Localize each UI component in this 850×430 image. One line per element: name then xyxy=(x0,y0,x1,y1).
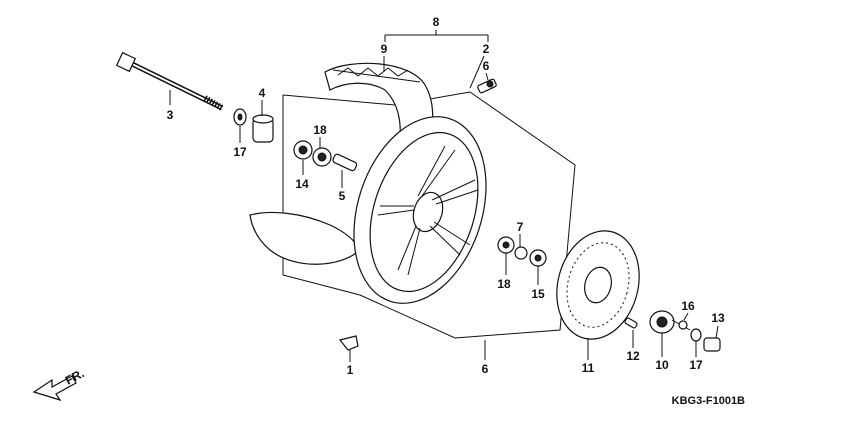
callout-9: 9 xyxy=(381,42,388,56)
callout-2: 2 xyxy=(483,42,490,56)
bearing-part-18 xyxy=(312,147,332,167)
callout-3: 3 xyxy=(167,108,174,122)
valve-part xyxy=(477,78,497,94)
leader-lines xyxy=(169,30,719,362)
callout-13: 13 xyxy=(711,311,725,325)
gearbox-part xyxy=(649,310,691,334)
callout-5: 5 xyxy=(339,189,346,203)
balance-weight-part xyxy=(338,335,359,351)
seal-part xyxy=(529,249,547,267)
callout-12: 12 xyxy=(626,349,640,363)
callout-14: 14 xyxy=(295,177,309,191)
front-direction-arrow xyxy=(32,375,77,402)
washer-part-right xyxy=(690,328,702,342)
axle-nut-part xyxy=(703,337,721,352)
callout-4: 4 xyxy=(259,86,266,100)
distance-collar-part xyxy=(332,153,358,172)
callout-17-left: 17 xyxy=(233,145,247,159)
bearing-part-14 xyxy=(293,140,313,160)
collar-part xyxy=(252,114,274,143)
callout-8: 8 xyxy=(433,15,440,29)
brake-disc-part xyxy=(556,230,640,340)
callout-18-top: 18 xyxy=(313,123,327,137)
retainer-part xyxy=(514,246,528,260)
callout-6-wheel: 6 xyxy=(482,362,489,376)
callout-15: 15 xyxy=(531,287,545,301)
callout-18-lower: 18 xyxy=(497,277,511,291)
bolt-part xyxy=(624,317,638,329)
callout-17-right: 17 xyxy=(689,358,703,372)
callout-6-valve: 6 xyxy=(483,59,490,73)
callout-7: 7 xyxy=(517,220,524,234)
wheel-part xyxy=(353,116,487,304)
callout-10: 10 xyxy=(655,358,669,372)
bearing-part-lower xyxy=(497,236,515,254)
retainer-part-right xyxy=(678,320,688,330)
axle-part xyxy=(115,51,224,111)
diagram-code: KBG3-F1001B xyxy=(672,395,745,407)
callout-1: 1 xyxy=(347,363,354,377)
callout-11: 11 xyxy=(582,361,595,375)
callout-16: 16 xyxy=(681,299,695,313)
